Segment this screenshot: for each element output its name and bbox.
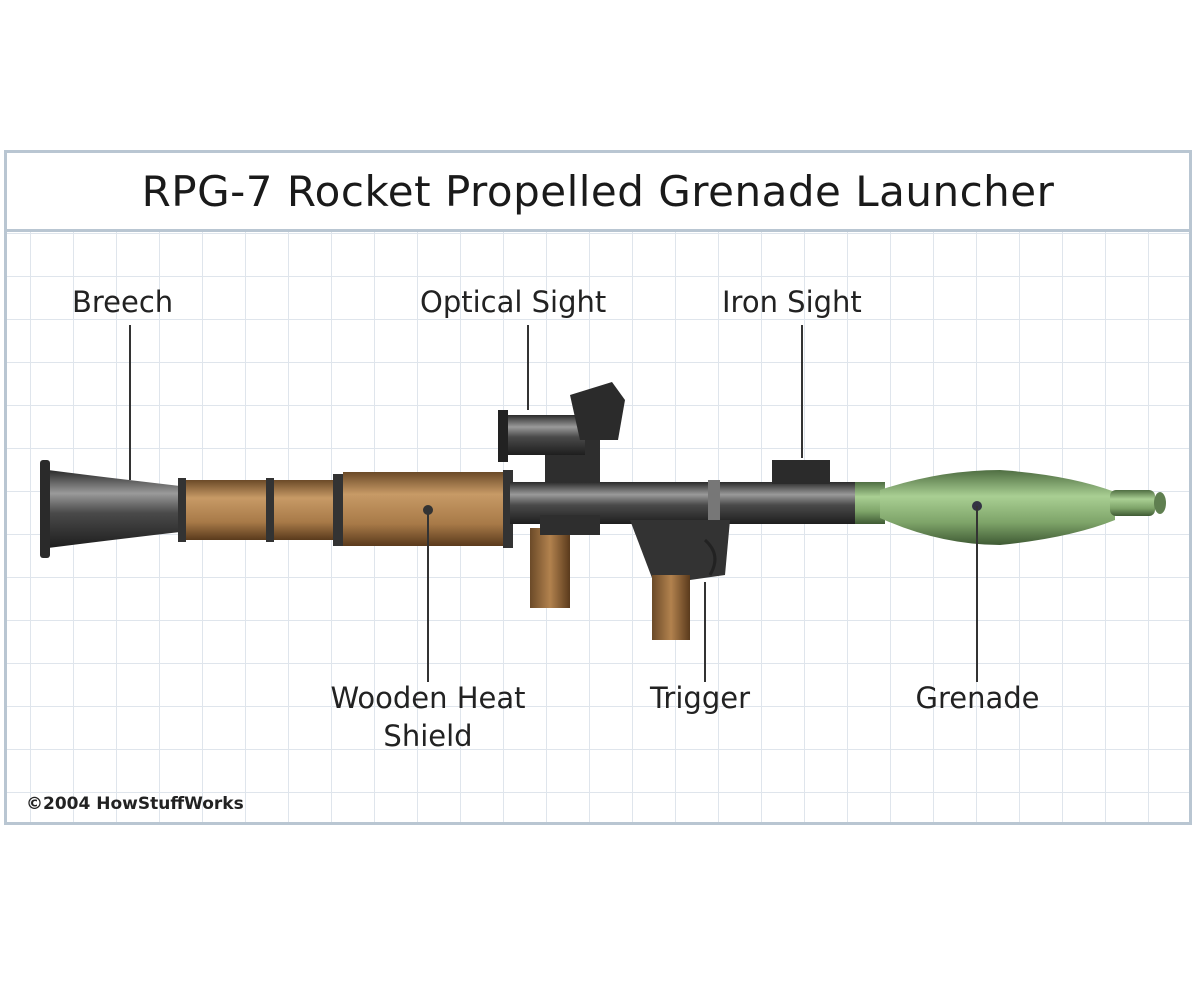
lower-leader-lines [427, 506, 978, 682]
title-bar: RPG-7 Rocket Propelled Grenade Launcher [7, 153, 1189, 232]
label-wooden-heat-shield-line1: Wooden Heat [330, 681, 526, 715]
front-grip [530, 528, 570, 608]
trigger-assembly [630, 520, 730, 640]
iron-sight [772, 460, 830, 484]
label-wooden-heat-shield: Wooden Heat Shield [318, 679, 538, 755]
grip-mount [540, 515, 600, 535]
grenade [855, 470, 1166, 545]
label-breech: Breech [72, 285, 174, 319]
wooden-heat-shield [178, 470, 513, 548]
tube-band [708, 480, 720, 526]
label-iron-sight: Iron Sight [722, 285, 862, 319]
diagram-title: RPG-7 Rocket Propelled Grenade Launcher [141, 166, 1055, 216]
label-grenade: Grenade [915, 681, 1040, 715]
copyright-credit: ©2004 HowStuffWorks [26, 794, 244, 814]
label-wooden-heat-shield-line2: Shield [383, 719, 473, 753]
optical-sight [498, 382, 625, 485]
leader-lines [129, 325, 803, 480]
breech [40, 460, 180, 558]
label-trigger: Trigger [649, 681, 750, 715]
label-optical-sight: Optical Sight [420, 285, 607, 319]
